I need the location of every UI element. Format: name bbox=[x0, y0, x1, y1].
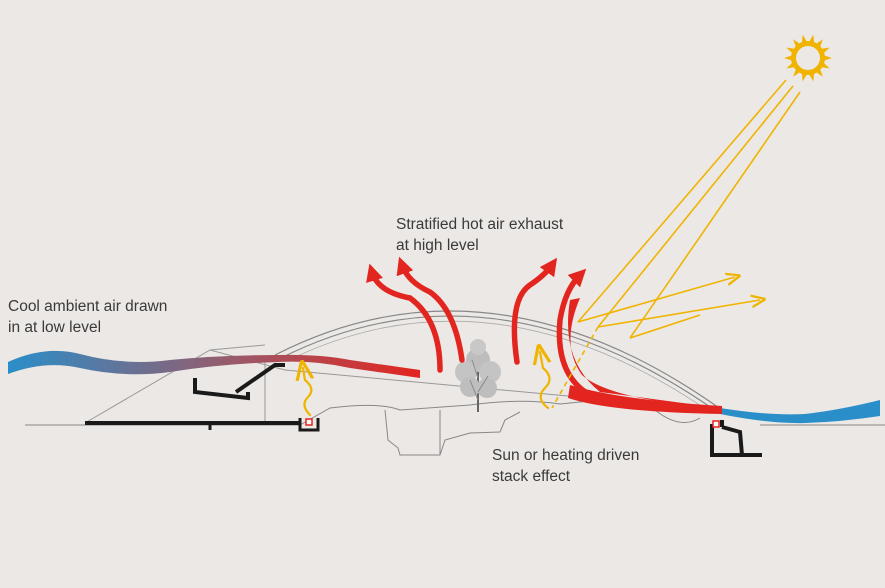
cool-air-label-line-2: in at low level bbox=[8, 319, 102, 336]
tree-icon bbox=[455, 339, 501, 412]
stack-effect-label-line-1: Sun or heating driven bbox=[492, 447, 640, 464]
hot-air-label: Stratified hot air exhaust at high level bbox=[396, 214, 563, 256]
sun-ray bbox=[822, 55, 832, 61]
stack-effect-label-line-2: stack effect bbox=[492, 468, 571, 485]
hot-air-arrow-2 bbox=[396, 256, 465, 363]
sun-ray bbox=[784, 55, 794, 61]
cool-air-label: Cool ambient air drawn in at low level bbox=[8, 296, 167, 338]
right-building-section bbox=[710, 420, 762, 457]
left-building-section bbox=[84, 344, 320, 432]
foundation-outline bbox=[384, 409, 701, 456]
cool-air-flow-left bbox=[8, 350, 420, 378]
stack-effect-arrows bbox=[303, 352, 550, 417]
sun-icon bbox=[784, 34, 832, 82]
stack-arrow-left bbox=[303, 368, 311, 417]
hot-air-arrow-4 bbox=[556, 268, 593, 398]
cool-air-flow-right bbox=[720, 400, 880, 424]
hot-air-arrow-3 bbox=[511, 257, 558, 365]
hot-air-exhaust-arrows bbox=[366, 256, 593, 398]
stack-effect-label: Sun or heating driven stack effect bbox=[492, 445, 639, 487]
hot-air-label-line-1: Stratified hot air exhaust bbox=[396, 216, 564, 233]
sun-rays bbox=[551, 79, 801, 409]
stack-arrow-center bbox=[540, 352, 550, 410]
hot-air-flow-right bbox=[568, 385, 722, 414]
cool-air-label-line-1: Cool ambient air drawn bbox=[8, 298, 168, 315]
hot-air-arrow-1 bbox=[366, 263, 443, 373]
hot-air-label-line-2: at high level bbox=[396, 237, 479, 254]
